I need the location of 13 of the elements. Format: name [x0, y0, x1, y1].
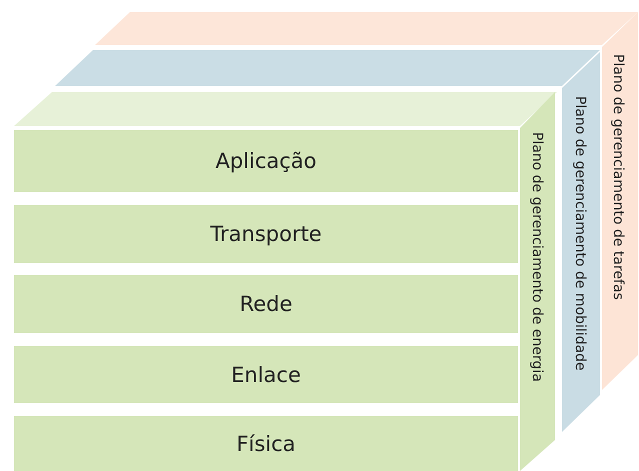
layer-box	[14, 346, 518, 403]
layer-label: Enlace	[231, 362, 301, 386]
layer-label: Aplicação	[215, 149, 317, 173]
layer-label: Física	[236, 432, 296, 456]
plane-label: Plano de gerenciamento de tarefas	[610, 54, 626, 300]
plane-label: Plano de gerenciamento de mobilidade	[572, 96, 588, 371]
layer-box	[14, 205, 518, 263]
layer-box	[14, 130, 518, 192]
layer-label: Transporte	[210, 222, 322, 246]
layer-box	[14, 275, 518, 333]
layer-box	[14, 416, 518, 471]
plane-label: Plano de gerenciamento de energia	[529, 132, 545, 382]
layer-label: Rede	[240, 292, 292, 316]
